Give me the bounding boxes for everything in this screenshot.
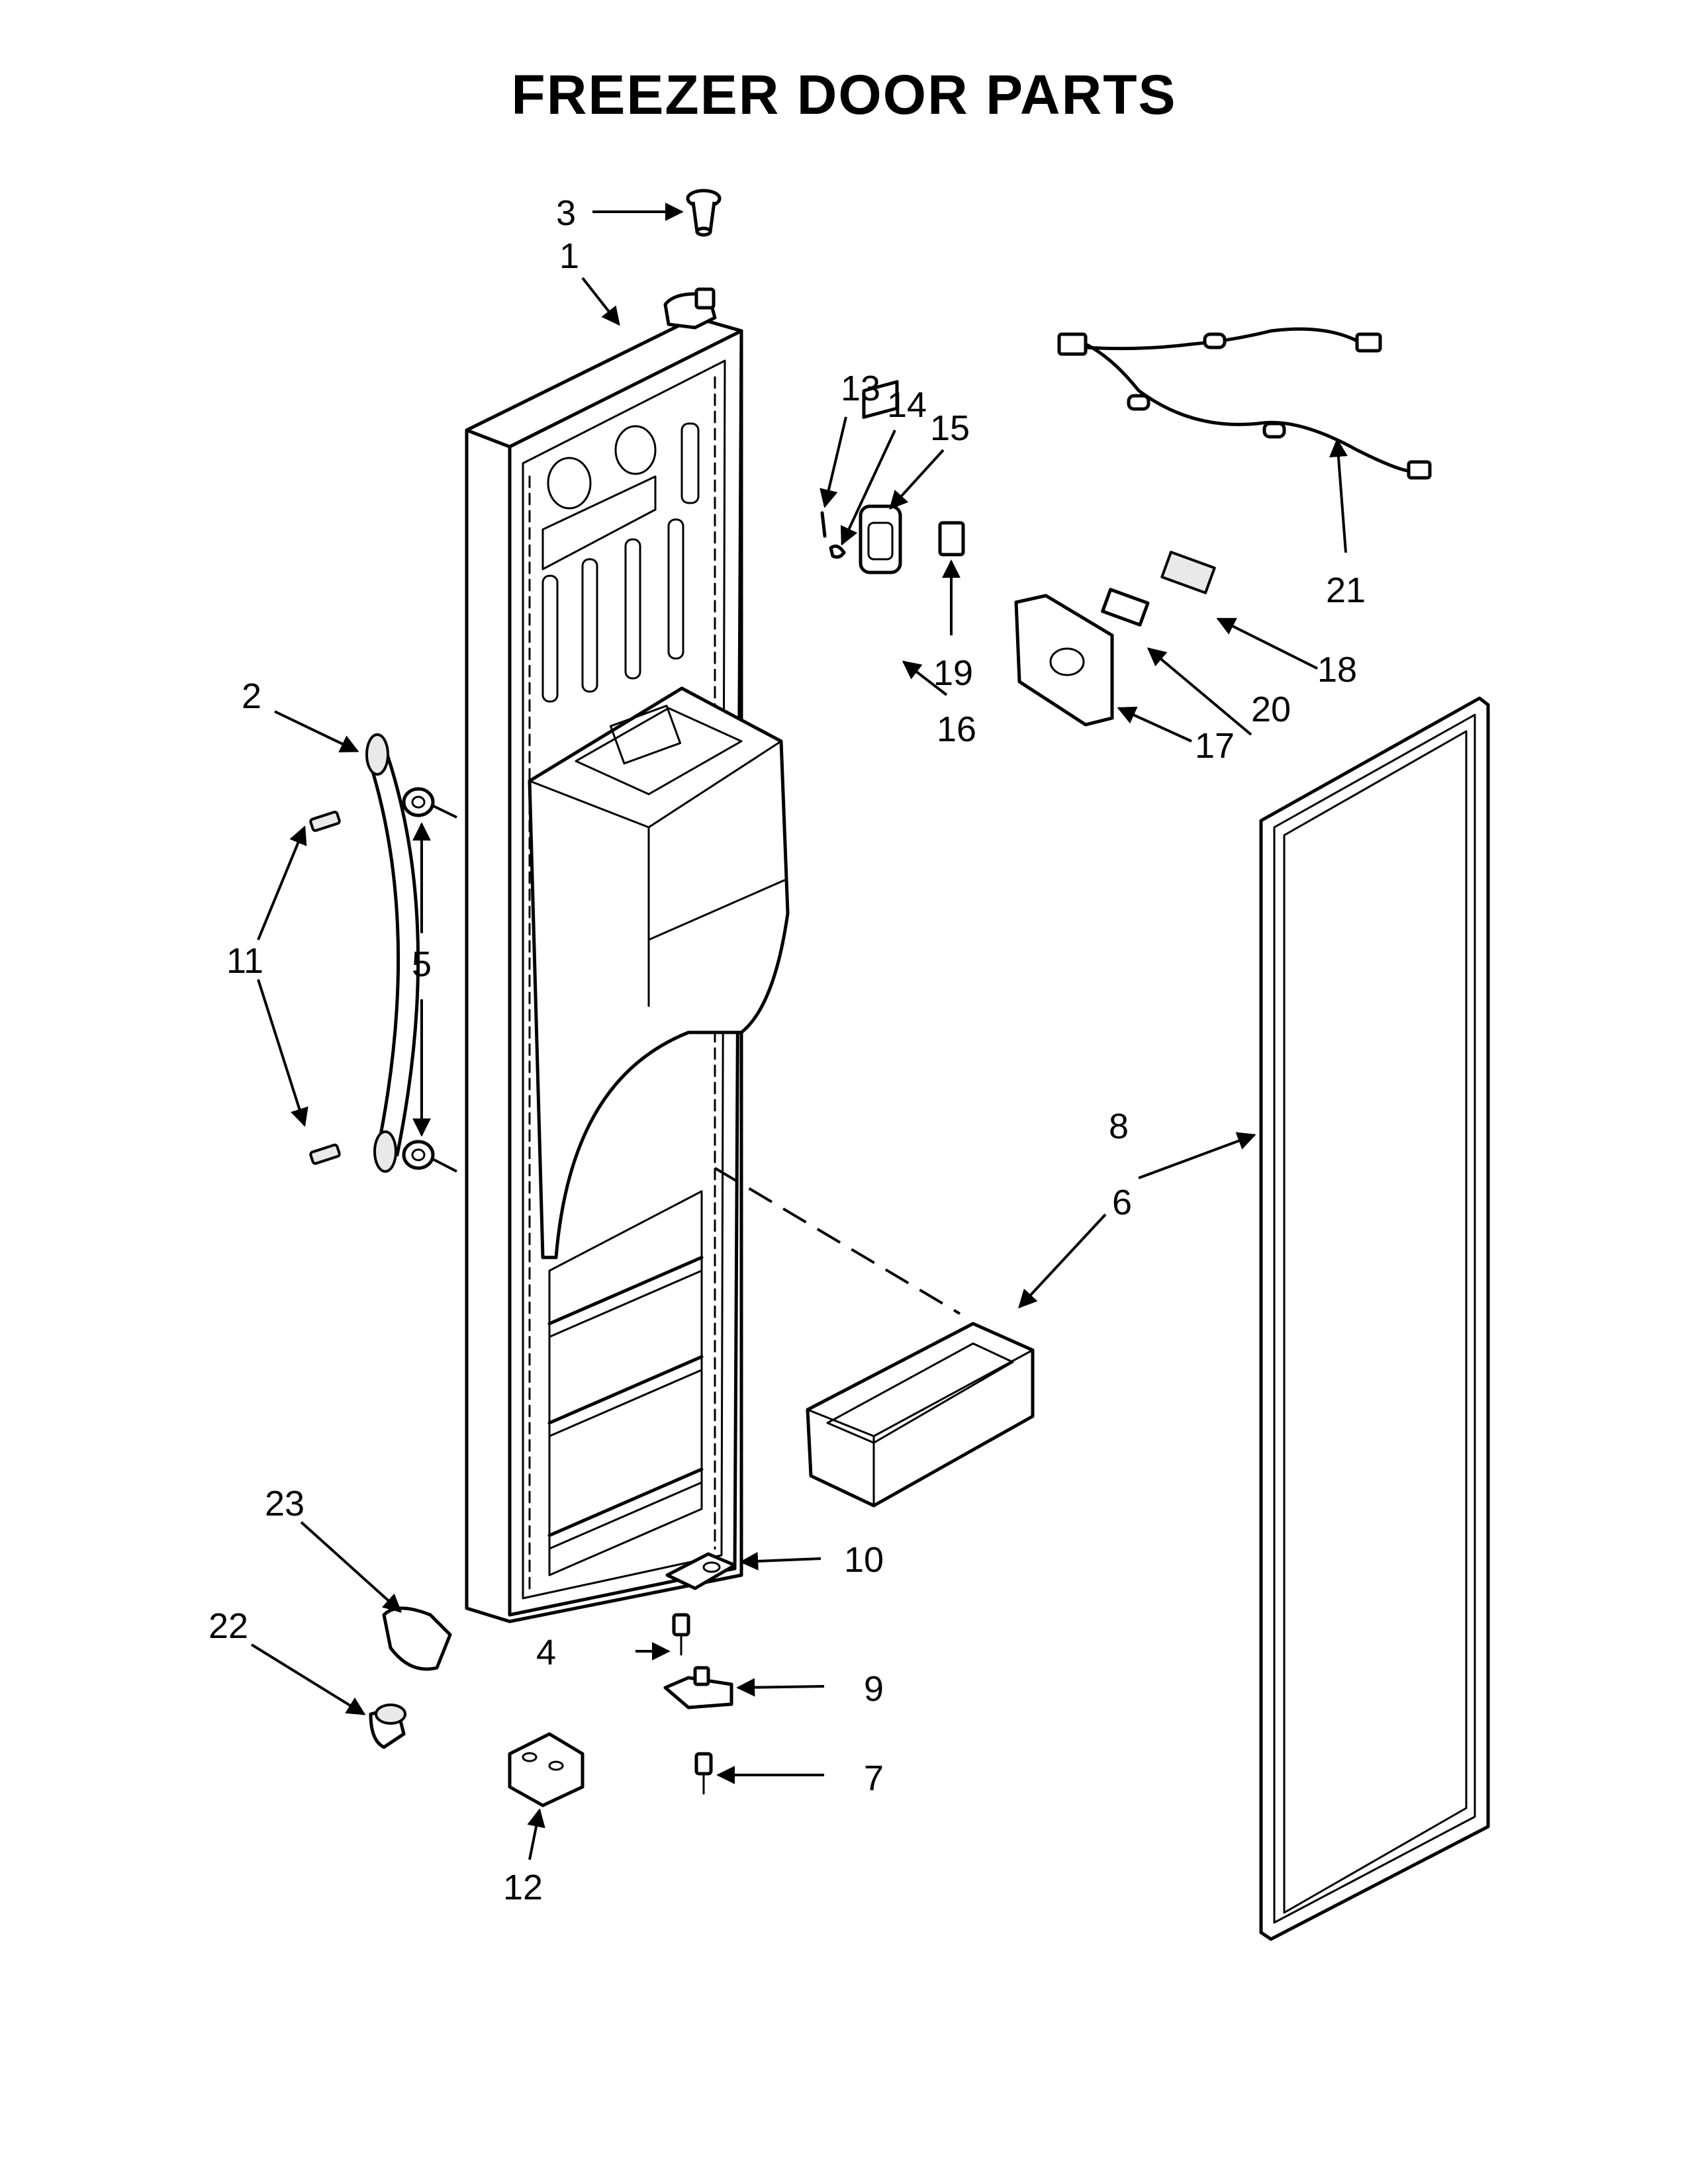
door-shelf-bin-part — [806, 1322, 1035, 1508]
callout-21: 21 — [1326, 570, 1366, 610]
diagram-title: FREEZER DOOR PARTS — [511, 64, 1177, 126]
callout-3: 3 — [556, 193, 576, 233]
callout-16: 16 — [937, 709, 976, 749]
callout-8: 8 — [1109, 1107, 1129, 1146]
callout-4: 4 — [536, 1633, 556, 1672]
door-gasket-part — [1259, 696, 1490, 1941]
handle-screw-parts — [309, 810, 341, 1165]
callout-20: 20 — [1251, 690, 1291, 729]
clip-and-cap-parts — [369, 1606, 452, 1749]
handle-spacer-parts — [402, 787, 457, 1173]
callout-5: 5 — [412, 944, 432, 984]
callout-17: 17 — [1195, 726, 1235, 766]
callout-11: 11 — [226, 941, 263, 981]
callout-23: 23 — [265, 1484, 305, 1524]
callout-19: 19 — [933, 653, 973, 693]
dispenser-control-parts — [1014, 551, 1216, 727]
freezer-door-body — [465, 287, 790, 1623]
callout-labels: 3 1 2 11 5 8 6 10 4 9 7 12 23 22 13 14 1… — [209, 193, 1366, 1907]
callout-10: 10 — [844, 1540, 884, 1580]
callout-15: 15 — [930, 408, 970, 448]
callout-7: 7 — [864, 1758, 884, 1798]
callout-18: 18 — [1317, 650, 1357, 690]
callout-13: 13 — [841, 369, 880, 408]
callout-22: 22 — [209, 1606, 248, 1646]
callout-6: 6 — [1112, 1183, 1132, 1222]
dispenser-small-parts — [820, 380, 965, 574]
callout-12: 12 — [503, 1868, 543, 1907]
door-handle-part — [365, 733, 420, 1173]
callout-14: 14 — [887, 385, 927, 425]
callout-9: 9 — [864, 1669, 884, 1709]
hinge-bushing-part — [686, 189, 722, 237]
wire-harness-part — [1057, 327, 1432, 480]
leader-lines — [250, 203, 1348, 1860]
callout-1: 1 — [559, 236, 579, 276]
lower-hinge-parts — [508, 1552, 737, 1807]
callout-2: 2 — [242, 676, 261, 716]
